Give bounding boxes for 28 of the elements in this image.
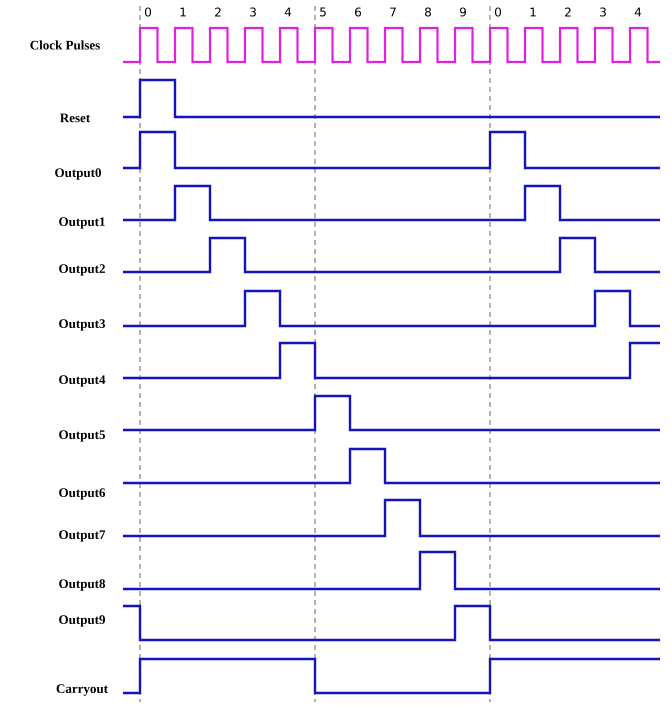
- signal-name: Clock Pulses: [30, 40, 100, 50]
- tick-label: 0: [144, 7, 152, 17]
- signal-name: Output6: [59, 488, 106, 500]
- signal-name: Output3: [59, 319, 106, 331]
- signal-name: Output9: [59, 615, 106, 627]
- signal-name: Carryout: [56, 684, 108, 696]
- tick-label: 4: [284, 8, 292, 16]
- tick-label: 6: [355, 7, 362, 17]
- signal-name: Output2: [59, 264, 105, 276]
- signal-name: Output8: [59, 579, 106, 591]
- tick-label: 8: [425, 7, 431, 17]
- tick-label: 3: [600, 7, 606, 17]
- signal-name: Output1: [59, 217, 105, 229]
- tick-label: 1: [530, 8, 536, 16]
- signal-name: Output5: [59, 430, 105, 442]
- signal-name: Output4: [59, 375, 106, 387]
- signal-name: Output0: [55, 168, 101, 180]
- tick-label: 1: [180, 8, 186, 16]
- tick-label: 7: [390, 8, 396, 16]
- tick-label: 2: [565, 8, 571, 16]
- signal-name: Reset: [60, 114, 90, 122]
- tick-label: 0: [494, 7, 502, 17]
- tick-label: 2: [215, 8, 221, 16]
- tick-label: 5: [320, 8, 326, 16]
- tick-label: 4: [634, 8, 642, 16]
- signal-name: Output7: [59, 530, 106, 542]
- tick-label: 3: [250, 7, 256, 17]
- tick-label: 9: [460, 7, 466, 17]
